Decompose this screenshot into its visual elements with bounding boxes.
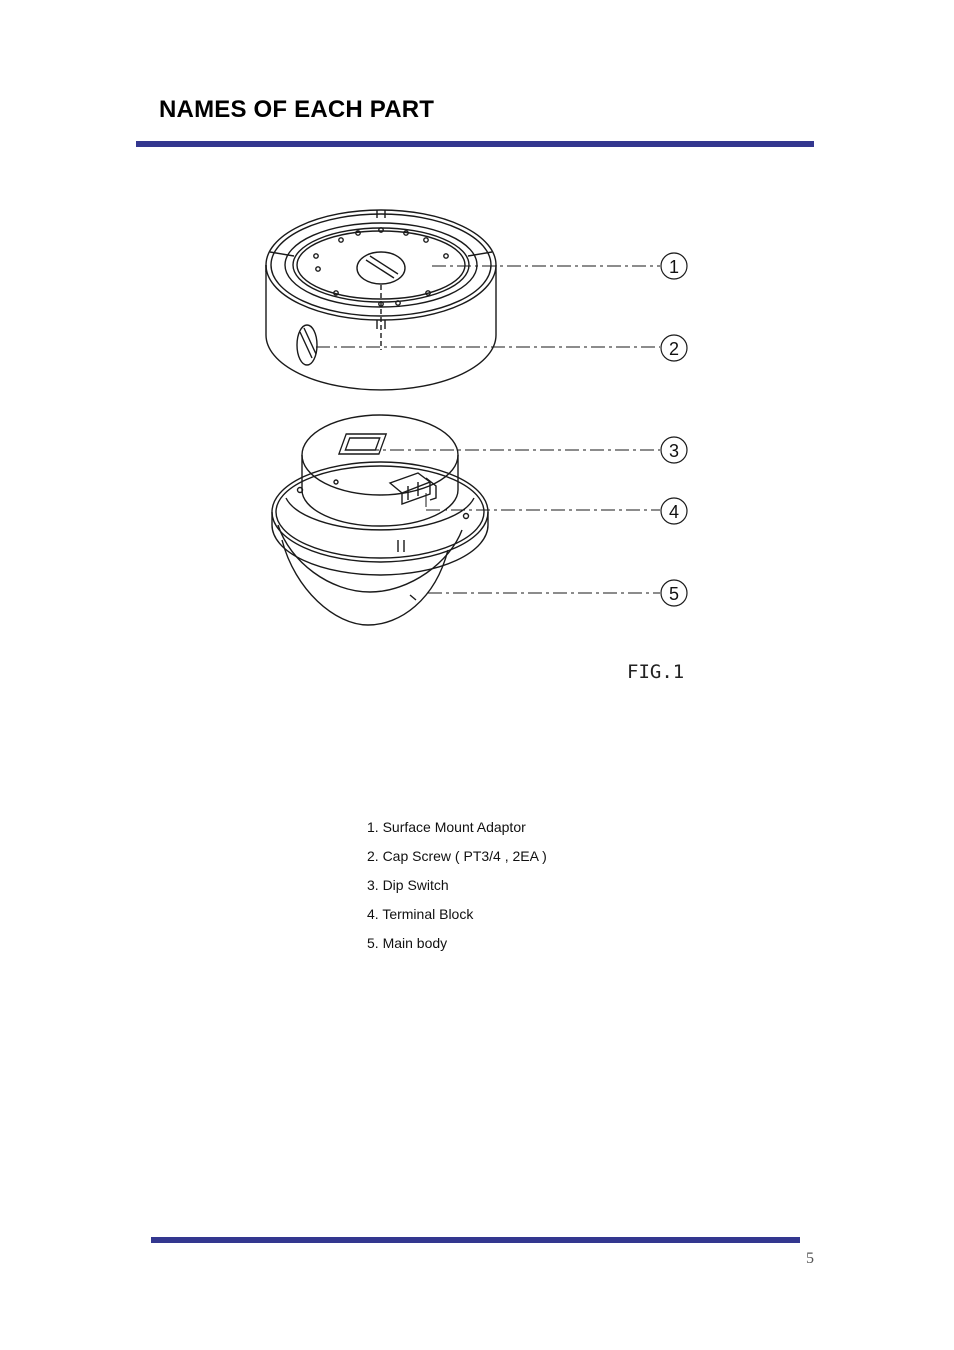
figure-caption: FIG.1 [627, 661, 684, 683]
list-item: 1. Surface Mount Adaptor [367, 819, 526, 835]
footer-rule [151, 1237, 800, 1243]
parts-diagram: 1 2 3 4 5 FIG.1 [265, 209, 688, 683]
page-number: 5 [806, 1250, 814, 1267]
list-item: 3. Dip Switch [367, 877, 449, 893]
callout-2: 2 [669, 339, 679, 359]
callout-4: 4 [669, 502, 679, 522]
callout-1: 1 [669, 257, 679, 277]
parts-list: 1. Surface Mount Adaptor 2. Cap Screw ( … [367, 818, 547, 963]
page-title: NAMES OF EACH PART [159, 96, 435, 123]
callout-3: 3 [669, 441, 679, 461]
header-rule [136, 141, 814, 147]
callout-5: 5 [669, 584, 679, 604]
list-item: 5. Main body [367, 935, 448, 951]
list-item: 4. Terminal Block [367, 906, 474, 922]
list-item: 2. Cap Screw ( PT3/4 , 2EA ) [367, 848, 547, 864]
